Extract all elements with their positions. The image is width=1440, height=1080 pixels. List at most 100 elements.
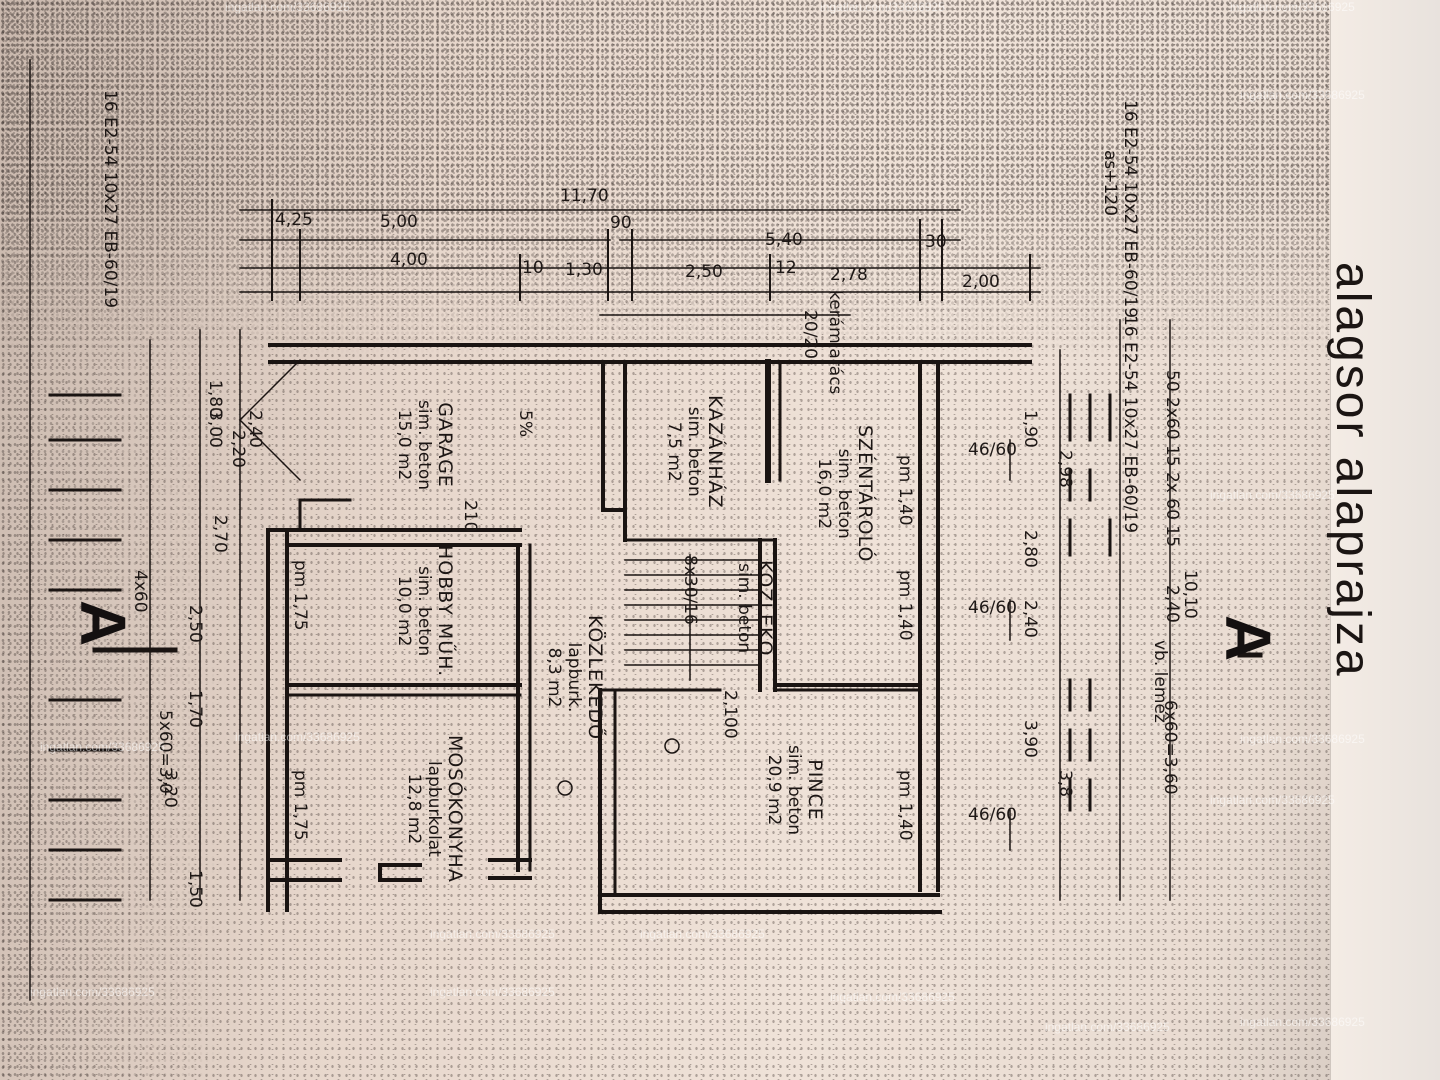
section-marker-left: A (67, 600, 139, 647)
stair-treads (624, 554, 761, 681)
dim-top-12: 10 (522, 258, 544, 278)
watermark-14: ingatlan.com/33686925 (1240, 1015, 1365, 1029)
dim-left-8: 1,50 (185, 870, 205, 908)
floor-plan-drawing (29, 59, 1263, 1001)
room-kozlekedo-floor: lapburk. (564, 642, 584, 713)
room-hobby-floor: sim. beton (414, 566, 434, 657)
room-kozlekedo-area: 8,3 m2 (544, 647, 564, 708)
outer-wall-right (918, 360, 940, 892)
scan-noise-top (0, 0, 1330, 360)
room-moskonyha-floor: lapburkolat (424, 760, 444, 857)
room-kazanhaz: KAZÁNHÁZ sim. beton 7,5 m2 (664, 395, 726, 509)
room-kazanhaz-name: KAZÁNHÁZ (704, 395, 726, 509)
room-garage: GARAGE sim. beton 15,0 m2 (394, 400, 456, 491)
section-marker-right: A (1212, 615, 1284, 662)
opening-8: pm 1,75 (290, 770, 310, 841)
room-moskonyha-area: 12,8 m2 (404, 773, 424, 845)
room-szentarolo-floor: sim. beton (834, 448, 854, 539)
room-moskonyha-name: MOSÓKONYHA (444, 735, 466, 883)
dimension-ticks-top (271, 199, 1031, 301)
dim-top-3: 4,00 (390, 250, 428, 270)
watermark-5: ingatlan.com/33686925 (1210, 793, 1335, 807)
dim-top-13: 4,25 (275, 210, 313, 230)
opening-2: 46/60 (968, 598, 1017, 618)
wall-hobby-moskonyha (285, 543, 532, 872)
watermark-4: ingatlan.com/33686925 (1240, 732, 1365, 746)
dim-right-6: 3,8 (1055, 770, 1075, 798)
watermark-2: ingatlan.com/33686925 (1240, 88, 1365, 102)
watermark-11: ingatlan.com/33686925 (430, 985, 555, 999)
spec-line-left: 16 E2-54 10x27 EB-60/19 (100, 90, 120, 309)
dim-right-5: 3,90 (1020, 720, 1040, 758)
room-kazanhaz-floor: sim. beton (684, 406, 704, 497)
floor-drains (557, 738, 680, 796)
outer-wall-top (268, 343, 1032, 364)
dim-right-3: 2,80 (1020, 530, 1040, 568)
wall-garage-kazanhaz (601, 360, 627, 542)
watermark-9: ingatlan.com/33686925 (640, 927, 765, 941)
room-kozlekedo-2-name: KÖZLEKŐ (754, 560, 776, 657)
room-garage-area: 15,0 m2 (394, 409, 414, 481)
dim-left-11: 1,80 (205, 380, 225, 418)
room-szentarolo: SZÉNTÁROLÓ sim. beton 16,0 m2 (814, 425, 876, 563)
room-pince-name: PINCE (804, 759, 826, 821)
watermark-12: ingatlan.com/33686925 (830, 990, 955, 1004)
watermark-15: ingatlan.com/33686925 (820, 0, 945, 14)
dim-left-6: 1,70 (185, 690, 205, 728)
watermark-16: ingatlan.com/33686925 (225, 0, 350, 14)
room-szentarolo-area: 16,0 m2 (814, 458, 834, 530)
watermark-10: ingatlan.com/33686925 (30, 985, 155, 999)
label-slope: 5% (515, 410, 535, 437)
opening-3: 46/60 (968, 805, 1017, 825)
watermark-7: ingatlan.com/33686925 (235, 730, 360, 744)
dimension-dashes-right (1068, 393, 1112, 812)
room-kozlekedo-2: KÖZLEKŐ sim. beton (734, 560, 776, 657)
dim-top-10: 12 (775, 258, 797, 278)
dimension-lines-right (1009, 319, 1171, 901)
dim-right-4: 2,40 (1020, 600, 1040, 638)
label-stair: 8x30/16 (680, 555, 700, 625)
room-kozlekedo: KÖZLEKEDŐ lapburk. 8,3 m2 (544, 615, 606, 740)
watermark-3: ingatlan.com/33686925 (1210, 488, 1335, 502)
dim-top-4: 1,30 (565, 260, 603, 280)
opening-7: pm 1,75 (290, 560, 310, 631)
room-garage-floor: sim. beton (414, 400, 434, 491)
dimension-lines-top (239, 209, 1041, 316)
outer-wall-bottom (598, 893, 942, 914)
room-hobby-area: 10,0 m2 (394, 575, 414, 647)
dim-right-2: 2,98 (1055, 450, 1075, 488)
dim-top-2: 5,00 (380, 212, 418, 232)
room-hobby-name: HOBBY MŰH. (434, 545, 456, 678)
spec-line-2: as+120 (1100, 150, 1120, 216)
dim-right-9: 6x60=3,60 (1160, 700, 1180, 795)
dim-left-5: 2,50 (185, 605, 205, 643)
room-szentarolo-name: SZÉNTÁROLÓ (854, 425, 876, 563)
dim-left-3: 2,20 (228, 430, 248, 468)
watermark-1: ingatlan.com/33686925 (1230, 0, 1355, 14)
dim-top-11: 90 (610, 213, 632, 233)
dim-left-9: 4x60 (130, 570, 150, 613)
section-cut-marks (92, 647, 1263, 658)
label-keramiarocs-size: 20/20 (800, 310, 820, 359)
plan-title: alagsor alaprajza (1326, 262, 1379, 679)
wall-kazanhaz-szentarolo (765, 359, 782, 483)
room-moskonyha: MOSÓKONYHA lapburkolat 12,8 m2 (404, 735, 466, 883)
label-keramiarocs: kerámiarács (825, 290, 845, 395)
watermark-6: ingatlan.com/33686925 (40, 740, 165, 754)
wall-stubs (266, 858, 532, 882)
spec-line-3: 16 E2-54 10x27 EB-60/19 (1120, 315, 1140, 534)
opening-1: 46/60 (968, 440, 1017, 460)
dim-top-9: 30 (925, 232, 947, 252)
watermark-13: ingatlan.com/33686925 (1045, 1020, 1170, 1034)
room-kazanhaz-area: 7,5 m2 (664, 421, 684, 482)
dim-right-8: 50 2x60 15 2x 60 15 (1162, 370, 1182, 547)
opening-10: 2,100 (720, 690, 740, 739)
dim-top-5: 2,50 (685, 262, 723, 282)
wall-pince (598, 688, 722, 914)
dim-top-8: 2,00 (962, 272, 1000, 292)
room-hobby: HOBBY MŰH. sim. beton 10,0 m2 (394, 545, 456, 678)
dim-top-6: 5,40 (765, 230, 803, 250)
watermark-8: ingatlan.com/33686925 (430, 927, 555, 941)
opening-9: 210 (460, 500, 480, 533)
room-kozlekedo-2-floor: sim. beton (734, 563, 754, 654)
